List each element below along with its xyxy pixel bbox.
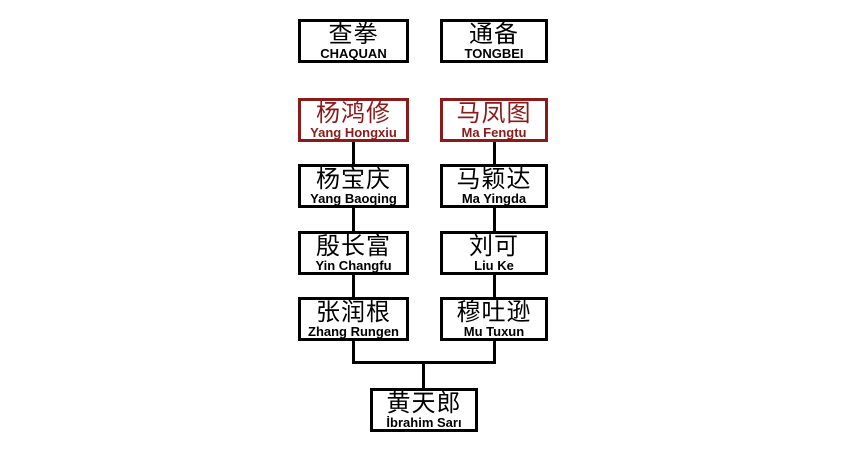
node-latin: CHAQUAN xyxy=(320,45,387,61)
connector-line xyxy=(352,140,355,166)
connector-root-stub xyxy=(422,361,425,390)
node-hanzi: 穆吐逊 xyxy=(456,298,532,326)
node-ma-fengtu: 马凤图 Ma Fengtu xyxy=(440,98,548,142)
node-zhang-rungen: 张润根 Zhang Rungen xyxy=(298,297,409,341)
node-latin: Ma Fengtu xyxy=(461,124,527,140)
node-latin: İbrahim Sarı xyxy=(386,414,462,430)
node-hanzi: 通备 xyxy=(469,20,519,48)
connector-line xyxy=(493,140,496,166)
node-latin: Mu Tuxun xyxy=(463,323,525,339)
node-latin: TONGBEI xyxy=(464,45,524,61)
node-yang-hongxiu: 杨鸿修 Yang Hongxiu xyxy=(298,98,409,142)
node-hanzi: 殷长富 xyxy=(316,232,391,260)
node-yang-baoqing: 杨宝庆 Yang Baoqing xyxy=(298,164,409,208)
node-latin: Yang Hongxiu xyxy=(310,124,397,140)
connector-line xyxy=(493,273,496,299)
connector-line xyxy=(352,339,355,364)
node-hanzi: 马颖达 xyxy=(456,165,532,193)
node-mu-tuxun: 穆吐逊 Mu Tuxun xyxy=(440,297,548,341)
connector-line xyxy=(493,339,496,364)
node-latin: Zhang Rungen xyxy=(308,323,399,339)
node-latin: Ma Yingda xyxy=(461,190,527,206)
node-hanzi: 杨鸿修 xyxy=(316,99,391,127)
node-chaquan: 查拳 CHAQUAN xyxy=(298,19,409,63)
node-ibrahim-sari: 黄天郎 İbrahim Sarı xyxy=(370,388,478,432)
node-latin: Yang Baoqing xyxy=(310,190,397,206)
node-ma-yingda: 马颖达 Ma Yingda xyxy=(440,164,548,208)
node-latin: Yin Changfu xyxy=(315,257,392,273)
node-hanzi: 杨宝庆 xyxy=(316,165,391,193)
node-tongbei: 通备 TONGBEI xyxy=(440,19,548,63)
node-latin: Liu Ke xyxy=(474,257,514,273)
node-hanzi: 查拳 xyxy=(328,20,379,48)
node-hanzi: 黄天郎 xyxy=(386,389,462,417)
node-hanzi: 张润根 xyxy=(316,298,391,326)
node-yin-changfu: 殷长富 Yin Changfu xyxy=(298,231,409,275)
node-hanzi: 马凤图 xyxy=(456,99,532,127)
connector-line xyxy=(493,206,496,233)
connector-line xyxy=(352,273,355,299)
node-hanzi: 刘可 xyxy=(469,232,519,260)
node-liu-ke: 刘可 Liu Ke xyxy=(440,231,548,275)
connector-line xyxy=(352,206,355,233)
